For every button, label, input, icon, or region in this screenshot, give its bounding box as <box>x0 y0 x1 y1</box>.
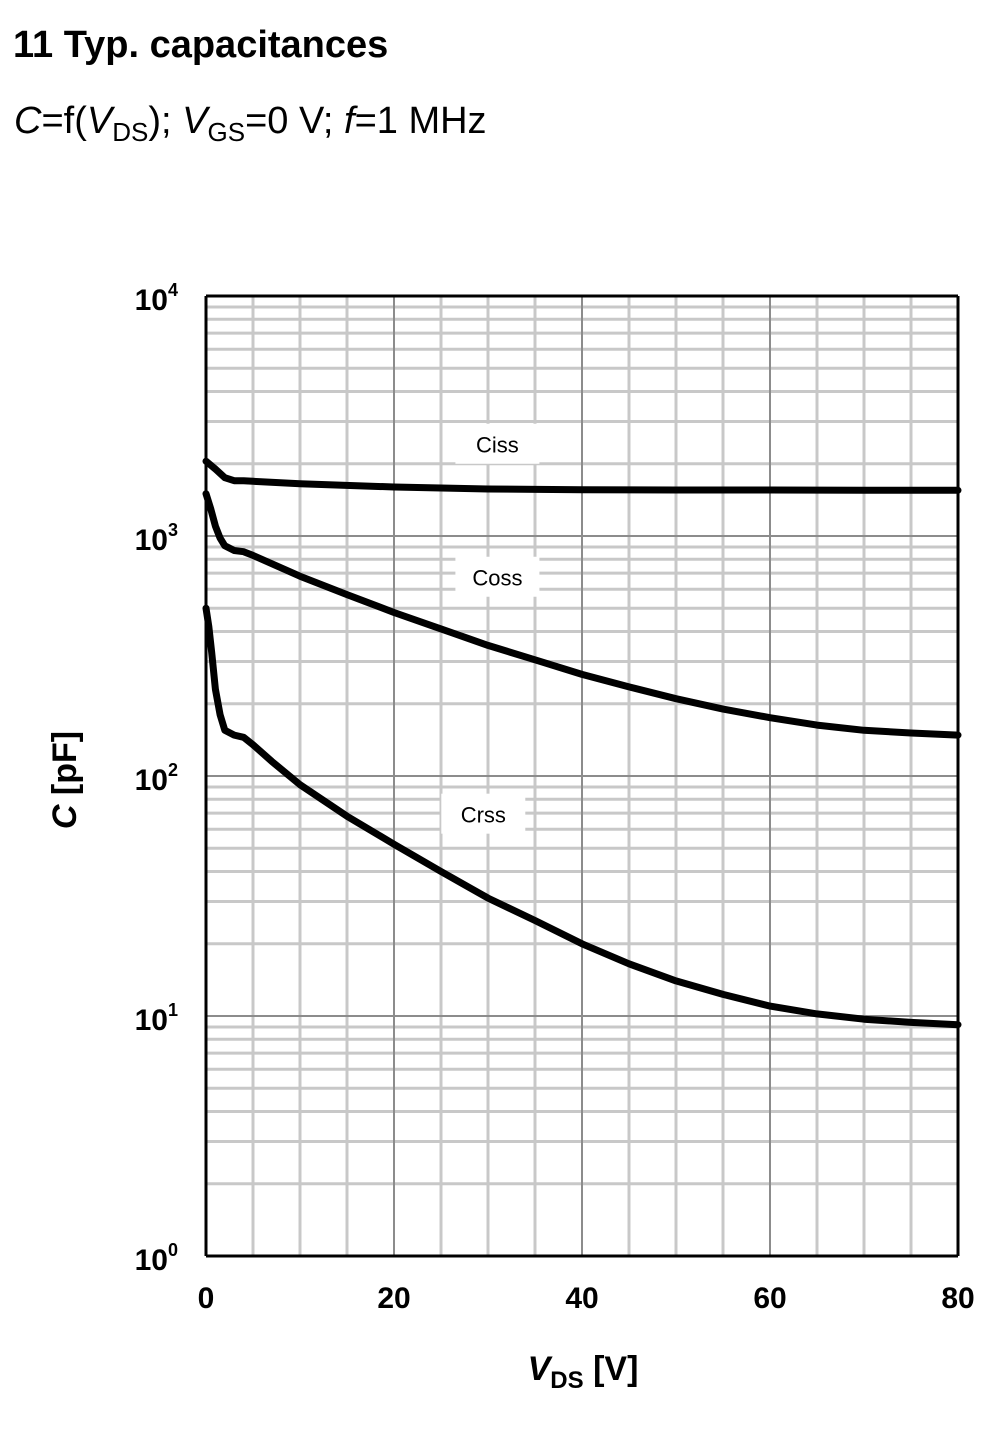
curve-label-bg-ciss <box>455 423 540 464</box>
curve-crss <box>202 604 962 1029</box>
x-tick-label: 0 <box>198 1282 215 1315</box>
curve-label-coss: Coss <box>472 566 522 591</box>
x-axis-title: VDS [V] <box>528 1350 639 1394</box>
plot-frame <box>204 294 960 1258</box>
x-axis-ticks: 0 20 40 60 80 <box>198 1282 975 1315</box>
y-axis-title: C [pF] <box>46 731 84 829</box>
y-tick-label: 102 <box>135 760 178 797</box>
chart-title: 11 Typ. capacitances <box>13 24 389 66</box>
subtitle-ds: DS <box>112 117 149 147</box>
subtitle-eq-f: =f( <box>41 100 87 142</box>
y-tick-label: 100 <box>135 1240 178 1277</box>
subtitle-f: f <box>344 100 355 142</box>
y-tick-label: 103 <box>135 520 178 557</box>
curve-coss <box>202 490 962 739</box>
x-tick-label: 60 <box>753 1282 786 1315</box>
subtitle-gs-val: =0 V; <box>245 100 344 142</box>
chart-subtitle: C=f(VDS); VGS=0 V; f=1 MHz <box>14 100 487 145</box>
curves <box>202 457 962 1029</box>
curve-label-crss: Crss <box>461 803 506 828</box>
x-tick-label: 40 <box>565 1282 598 1315</box>
axis-titles: VDS [V] C [pF] <box>46 731 638 1394</box>
subtitle-gs: GS <box>207 117 246 147</box>
subtitle-v1: V <box>86 100 113 142</box>
subtitle-f-val: =1 MHz <box>354 100 487 142</box>
grid-major <box>206 296 958 1256</box>
x-tick-label: 20 <box>377 1282 410 1315</box>
subtitle-c: C <box>14 100 42 142</box>
x-tick-label: 80 <box>941 1282 974 1315</box>
curve-label-bg-coss <box>455 556 540 597</box>
y-tick-label: 104 <box>135 280 178 317</box>
curve-label-ciss: Ciss <box>476 433 519 458</box>
curve-label-bg-crss <box>441 793 526 834</box>
y-axis-ticks: 104 103 102 101 100 <box>135 280 178 1277</box>
subtitle-v2: V <box>182 100 208 142</box>
subtitle-close: ); <box>148 100 183 142</box>
curve-ciss <box>202 457 962 494</box>
y-tick-label: 101 <box>135 1000 178 1037</box>
